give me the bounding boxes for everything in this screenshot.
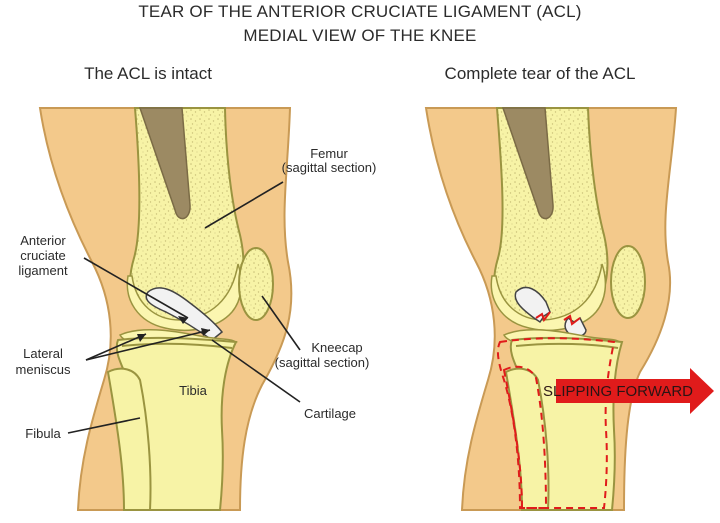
left-femur-marrow <box>138 107 191 220</box>
meniscus-leader-line-1 <box>85 333 147 361</box>
tibia-label: Tibia <box>179 383 207 398</box>
kneecap-label: Kneecap <box>311 340 362 355</box>
kneecap-leader-line <box>261 295 301 351</box>
cartilage-leader-line <box>211 339 301 403</box>
diagram-title-line2: MEDIAL VIEW OF THE KNEE <box>243 26 476 45</box>
left-panel-heading: The ACL is intact <box>84 64 212 83</box>
original-tibia-position-outline <box>496 337 616 509</box>
left-fibula <box>106 367 152 511</box>
femur-sublabel: (sagittal section) <box>282 160 377 175</box>
slipping-forward-label: SLIPPING FORWARD <box>543 383 693 400</box>
right-panel-heading: Complete tear of the ACL <box>445 64 636 83</box>
femur-leader-line <box>204 181 284 229</box>
left-knee-illustration <box>38 107 293 511</box>
right-acl-tear-mark-upper <box>535 311 551 323</box>
diagram-title-line1: TEAR OF THE ANTERIOR CRUCIATE LIGAMENT (… <box>138 2 581 21</box>
original-fibula-position-outline <box>502 365 548 509</box>
femur-label: Femur <box>310 146 348 161</box>
right-acl-tear-mark-lower <box>563 314 581 326</box>
right-femur-cartilage <box>490 263 607 331</box>
slipping-forward-arrow: SLIPPING FORWARD <box>543 368 714 414</box>
cartilage-label: Cartilage <box>304 406 356 421</box>
right-femur-marrow <box>501 107 554 220</box>
acl-label-line3: ligament <box>18 263 68 278</box>
right-kneecap <box>610 245 646 319</box>
right-tibia-cartilage <box>515 342 619 349</box>
right-knee-illustration <box>424 107 678 511</box>
acl-label-line1: Anterior <box>20 233 66 248</box>
fibula-label: Fibula <box>25 426 61 441</box>
acl-label-line2: cruciate <box>20 248 66 263</box>
left-acl <box>145 287 224 341</box>
meniscus-label-line1: Lateral <box>23 346 63 361</box>
left-leader-arrows <box>137 316 210 342</box>
left-kneecap <box>238 247 274 321</box>
acl-leader-line <box>83 257 189 319</box>
meniscus-label-line2: meniscus <box>16 362 71 377</box>
meniscus-leader-line-2 <box>85 329 211 361</box>
fibula-leader-line <box>67 417 141 434</box>
slipping-forward-arrow-shape <box>556 368 714 414</box>
left-leader-lines <box>67 181 301 434</box>
kneecap-sublabel: (sagittal section) <box>275 355 370 370</box>
